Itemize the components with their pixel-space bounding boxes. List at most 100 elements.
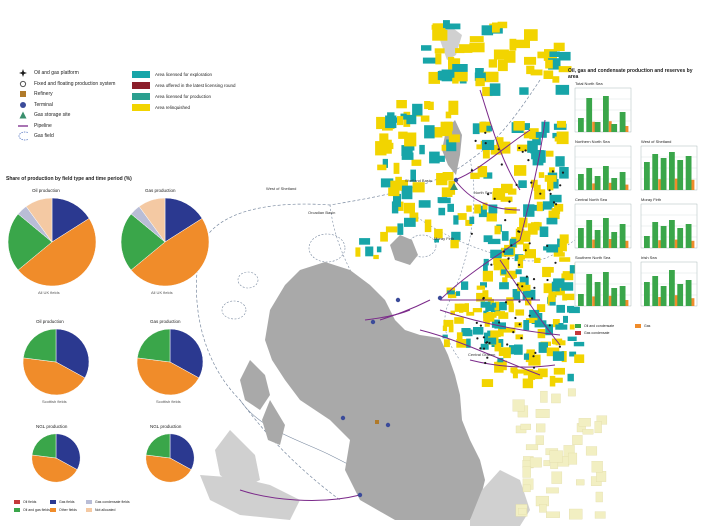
licence-block xyxy=(514,322,523,328)
pie-slice xyxy=(55,328,90,379)
licence-block xyxy=(553,42,565,51)
gas-field-outline xyxy=(237,271,259,289)
licence-block xyxy=(543,70,554,79)
licence-block xyxy=(530,370,543,380)
licence-block xyxy=(483,258,489,266)
licence-block xyxy=(531,150,543,160)
licence-block xyxy=(476,285,485,290)
licence-block xyxy=(496,137,504,148)
platform-marker xyxy=(518,146,521,150)
platform-marker xyxy=(474,139,477,142)
legend-swatch xyxy=(50,508,56,512)
mini-bar xyxy=(658,179,662,190)
licence-block xyxy=(552,351,565,361)
licence-block xyxy=(535,131,547,138)
platform-marker xyxy=(532,355,535,358)
gas-field-outline xyxy=(308,233,346,263)
licence-block xyxy=(434,228,443,239)
mini-chart-title: Northern North Sea xyxy=(575,139,610,144)
licence-block xyxy=(509,238,517,248)
platform-marker xyxy=(493,197,496,200)
licence-block xyxy=(465,219,472,226)
legend-swatch xyxy=(86,508,92,512)
land-masses xyxy=(200,22,530,526)
licence-block xyxy=(487,238,501,245)
platform-marker xyxy=(530,181,533,184)
licence-block xyxy=(448,100,459,115)
licence-block xyxy=(553,252,565,257)
licence-block xyxy=(509,38,517,51)
licence-block xyxy=(552,76,560,83)
legend-item: Oil and gas platform xyxy=(18,68,79,78)
licence-block xyxy=(403,202,415,214)
mini-bar xyxy=(578,294,584,306)
licence-block xyxy=(567,336,577,341)
platform-marker xyxy=(561,171,565,174)
terminal-marker xyxy=(357,492,363,498)
pie-slice xyxy=(55,433,81,470)
licence-block xyxy=(391,201,399,214)
licence-block xyxy=(591,461,603,473)
island xyxy=(262,400,285,445)
pie-slice xyxy=(25,197,53,243)
licence-block xyxy=(452,64,468,72)
platform-marker xyxy=(532,366,536,369)
area-legend-item: Area offered in the latest licensing rou… xyxy=(132,81,235,89)
refinery-marker xyxy=(375,420,379,424)
terminal-icon xyxy=(18,101,28,109)
platform-marker xyxy=(497,148,500,151)
licence-block xyxy=(424,101,431,110)
licence-block xyxy=(500,196,513,202)
platform-marker xyxy=(548,189,551,192)
mini-bar xyxy=(652,154,659,190)
platform-marker xyxy=(508,200,511,203)
licence-block xyxy=(490,330,501,338)
pipeline-segment xyxy=(469,359,556,368)
licence-block xyxy=(535,409,550,418)
mini-bar-chart xyxy=(640,145,698,191)
platform-marker xyxy=(479,324,482,327)
licence-block xyxy=(490,144,503,155)
licence-block xyxy=(428,71,440,84)
licence-block xyxy=(382,158,388,168)
licence-block xyxy=(424,125,435,139)
area-swatch xyxy=(132,92,150,100)
platform-marker xyxy=(528,314,531,317)
pie-slice xyxy=(17,218,97,287)
licence-block xyxy=(529,309,540,318)
pie-slice xyxy=(120,213,166,271)
licence-block xyxy=(512,289,521,301)
licence-block xyxy=(450,310,455,315)
licence-block xyxy=(543,283,553,294)
licence-block xyxy=(365,246,374,257)
licence-block xyxy=(497,357,504,363)
platform-marker xyxy=(470,232,473,235)
licence-block xyxy=(435,53,442,65)
licence-block xyxy=(475,78,485,87)
licence-block xyxy=(523,230,531,237)
licence-block xyxy=(538,342,548,353)
licence-block xyxy=(545,59,553,69)
mini-bar xyxy=(592,239,596,248)
licence-block xyxy=(493,188,499,195)
bottom-legend-item: Gas condensate fields xyxy=(86,500,130,504)
pie-slice xyxy=(51,197,90,243)
mini-bar xyxy=(603,218,609,248)
mini-bar xyxy=(592,121,596,132)
mini-bar xyxy=(669,220,675,248)
licence-block xyxy=(537,329,546,339)
platform-marker xyxy=(504,219,507,222)
licence-block xyxy=(470,172,480,179)
licence-block xyxy=(448,325,454,333)
licence-block xyxy=(481,139,495,150)
licence-block xyxy=(493,49,509,60)
mini-bar xyxy=(644,162,650,190)
mini-bar xyxy=(691,240,695,248)
licence-block xyxy=(546,487,559,494)
area-legend-label: Area offered in the latest licensing rou… xyxy=(155,82,236,88)
licence-block xyxy=(559,234,569,244)
orkney-islands xyxy=(390,235,418,265)
licence-block xyxy=(447,292,457,299)
licence-block xyxy=(512,369,518,379)
legend-item: Fixed and floating production system xyxy=(18,79,115,89)
